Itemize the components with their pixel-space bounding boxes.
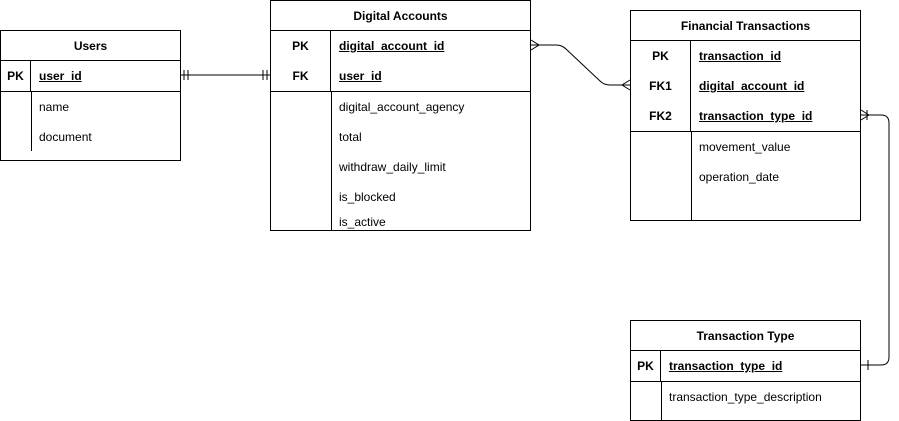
digital-accounts-attributes: digital_account_agency total withdraw_da… (271, 92, 530, 231)
attribute-row: name (1, 92, 180, 122)
digital-account-id-field: digital_account_id (699, 79, 805, 93)
total-field: total (339, 130, 362, 144)
pk-label: PK (1, 61, 31, 91)
digital-accounts-table: Digital Accounts PK digital_account_id F… (270, 0, 531, 231)
transaction-type-pk-row: PK transaction_type_id (631, 351, 860, 381)
financial-transactions-pk-row: PK transaction_id (631, 41, 860, 71)
users-pk-row: PK user_id (1, 61, 180, 91)
digital-accounts-fk-row: FK user_id (271, 61, 530, 91)
attribute-row: total (271, 122, 530, 152)
financial-transactions-keys: PK transaction_id FK1 digital_account_id… (631, 41, 860, 132)
column-divider (331, 92, 332, 231)
financial-transactions-title: Financial Transactions (631, 11, 860, 41)
operation-date-field: operation_date (699, 170, 780, 184)
column-divider (661, 382, 662, 421)
transaction-id-field: transaction_id (699, 49, 782, 63)
attribute-row: document (1, 122, 180, 152)
attribute-row: is_blocked (271, 182, 530, 212)
attribute-row: digital_account_agency (271, 92, 530, 122)
column-divider (31, 92, 32, 151)
financial-transactions-attributes: movement_value operation_date (631, 132, 860, 221)
column-divider (691, 132, 692, 221)
transaction-type-keys: PK transaction_type_id (631, 351, 860, 382)
pk-label: PK (631, 41, 691, 71)
users-table: Users PK user_id name document (0, 30, 181, 161)
name-field: name (39, 100, 70, 114)
digital-account-agency-field: digital_account_agency (339, 100, 465, 114)
transaction-type-description-field: transaction_type_description (669, 390, 822, 404)
movement-value-field: movement_value (699, 140, 791, 154)
pk-label: PK (631, 351, 661, 381)
attribute-row: operation_date (631, 162, 860, 192)
financial-transactions-fk2-row: FK2 transaction_type_id (631, 101, 860, 131)
relationship-transaction-type-financial-transactions (860, 109, 890, 370)
is-blocked-field: is_blocked (339, 190, 396, 204)
attribute-row: is_active (271, 212, 530, 232)
user-id-field: user_id (339, 69, 382, 83)
attribute-row: transaction_type_description (631, 382, 860, 412)
document-field: document (39, 130, 92, 144)
transaction-type-table: Transaction Type PK transaction_type_id … (630, 320, 861, 421)
digital-account-id-field: digital_account_id (339, 39, 445, 53)
pk-label: PK (271, 31, 331, 61)
digital-accounts-title: Digital Accounts (271, 1, 530, 31)
fk2-label: FK2 (631, 101, 691, 131)
financial-transactions-table: Financial Transactions PK transaction_id… (630, 10, 861, 221)
transaction-type-id-field: transaction_type_id (669, 359, 783, 373)
digital-accounts-keys: PK digital_account_id FK user_id (271, 31, 530, 92)
transaction-type-title: Transaction Type (631, 321, 860, 351)
relationship-digital-accounts-financial-transactions (530, 39, 631, 91)
fk-label: FK (271, 61, 331, 91)
fk1-label: FK1 (631, 71, 691, 101)
financial-transactions-fk1-row: FK1 digital_account_id (631, 71, 860, 101)
users-title: Users (1, 31, 180, 61)
transaction-type-attributes: transaction_type_description (631, 382, 860, 421)
users-attributes: name document (1, 92, 180, 152)
digital-accounts-pk-row: PK digital_account_id (271, 31, 530, 61)
transaction-type-id-field: transaction_type_id (699, 109, 813, 123)
relationship-users-digital-accounts (181, 70, 270, 80)
users-keys: PK user_id (1, 61, 180, 92)
attribute-row: movement_value (631, 132, 860, 162)
attribute-row: withdraw_daily_limit (271, 152, 530, 182)
is-active-field: is_active (339, 215, 386, 229)
user-id-field: user_id (39, 69, 82, 83)
withdraw-daily-limit-field: withdraw_daily_limit (339, 160, 446, 174)
